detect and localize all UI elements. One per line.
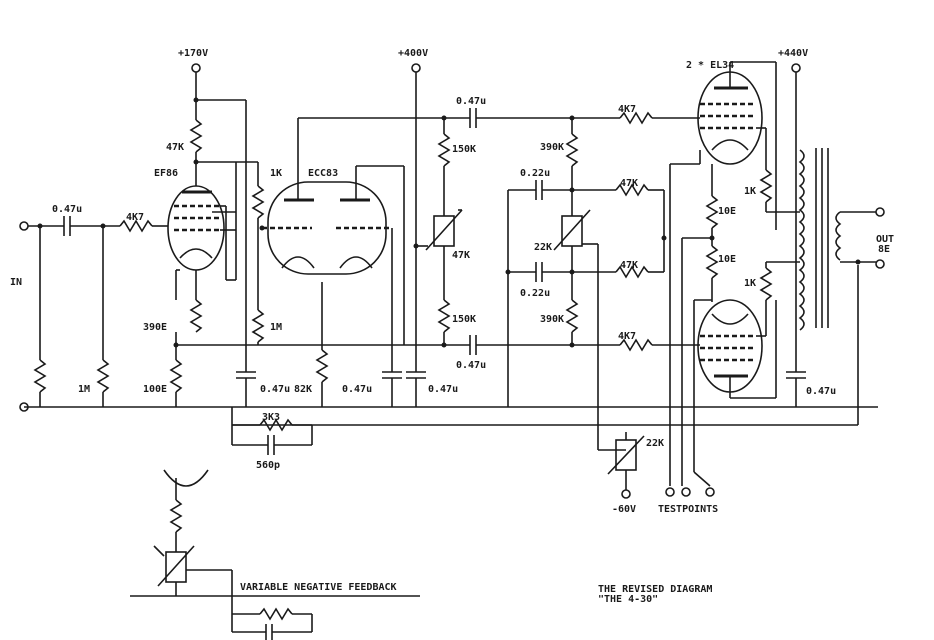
tube-ecc83-label: ECC83	[308, 168, 338, 179]
ecc83-stage: 1K 1M ECC83 82K 0.47u 0.47u +400V	[251, 48, 470, 407]
r-ef86-anode-label: 47K	[166, 142, 184, 153]
r-ecc83-1m-label: 1M	[270, 322, 282, 333]
diagram-title: THE REVISED DIAGRAM "THE 4-30"	[598, 584, 712, 605]
rail-400v-terminal[interactable]	[411, 63, 421, 73]
output-transformer: +440V OUT 8E 0.47u	[778, 48, 894, 407]
title-line1: THE REVISED DIAGRAM	[598, 584, 712, 595]
output-label-line1: OUT	[876, 234, 894, 245]
r-47k-bot-label: 47K	[620, 260, 638, 271]
tube-el34-label: 2 * EL34	[686, 60, 734, 71]
bias-network: 390K 0.22u 0.22u 22K 390K 47K	[505, 104, 700, 450]
r-grid-top-label: 390K	[540, 142, 564, 153]
r-cath-bot-label: 10E	[718, 254, 736, 265]
c-in-label: 0.47u	[52, 204, 82, 215]
c-grid-top-label: 0.22u	[520, 168, 550, 179]
r-ef86-cathode2-label: 100E	[143, 384, 167, 395]
rail-400v-label: +400V	[398, 48, 428, 59]
tube-ef86	[167, 185, 225, 271]
input-terminal-top[interactable]	[19, 221, 29, 231]
input-label: IN	[10, 277, 22, 288]
neg-bias-supply: 22K -60V	[598, 432, 664, 515]
pot-bias-label: 22K	[534, 242, 552, 253]
testpoint-3[interactable]	[705, 487, 715, 497]
output-terminal-bottom[interactable]	[875, 259, 885, 269]
rail-neg60-label: -60V	[612, 504, 636, 515]
ef86-stage: +170V 47K EF86 390E	[143, 48, 404, 407]
r-el34-grid-bot-label: 4K7	[618, 331, 636, 342]
phase-splitter-loads: 150K 47K 150K 0.47u 0.47u	[404, 96, 620, 371]
r-in-shunt-label: 1M	[78, 384, 90, 395]
c-fb-label: 560p	[256, 460, 280, 471]
input-terminal-bottom[interactable]	[19, 402, 29, 412]
rail-170v-label: +170V	[178, 48, 208, 59]
tube-ef86-label: EF86	[154, 168, 178, 179]
c-grid-bot-label: 0.22u	[520, 288, 550, 299]
r-el34-grid-top-label: 4K7	[618, 104, 636, 115]
feedback-note: VARIABLE NEGATIVE FEEDBACK	[240, 582, 397, 593]
testpoint-1[interactable]	[665, 487, 675, 497]
r-cath-top-label: 10E	[718, 206, 736, 217]
input-section: IN 0.47u 1M 4K7	[10, 204, 168, 412]
title-line2: "THE 4-30"	[598, 594, 658, 605]
feedback-inset: VARIABLE NEGATIVE FEEDBACK	[130, 469, 420, 640]
c-ecc83-b-label: 0.47u	[428, 384, 458, 395]
rail-neg60-terminal[interactable]	[621, 489, 631, 499]
r-grid-in-label: 4K7	[126, 212, 144, 223]
c-out-label: 0.47u	[806, 386, 836, 397]
testpoint-2[interactable]	[681, 487, 691, 497]
r-fb-label: 3K3	[262, 412, 280, 423]
r-ecc83-tail-label: 82K	[294, 384, 312, 395]
r-pi-anode-top-label: 150K	[452, 144, 476, 155]
rail-440v-label: +440V	[778, 48, 808, 59]
c-ecc83-a-label: 0.47u	[342, 384, 372, 395]
r-screen-top-label: 1K	[744, 186, 756, 197]
ground-bus	[24, 265, 878, 426]
pot-neg-label: 22K	[646, 438, 664, 449]
output-terminal-top[interactable]	[875, 207, 885, 217]
r-47k-top-label: 47K	[620, 178, 638, 189]
r-ef86-cathode-label: 390E	[143, 322, 167, 333]
feedback-network: 3K3 560p	[231, 407, 313, 471]
el34-stage: 2 * EL34 10E 10E 1K	[658, 60, 800, 515]
testpoints-label: TESTPOINTS	[658, 504, 718, 515]
output-label-line2: 8E	[878, 244, 890, 255]
rail-440v-terminal[interactable]	[791, 63, 801, 73]
c-couple-bot-label: 0.47u	[456, 360, 486, 371]
rail-170v-terminal[interactable]	[191, 63, 201, 73]
pot-balance-label: 47K	[452, 250, 470, 261]
r-ecc83-1k-label: 1K	[270, 168, 282, 179]
r-screen-bot-label: 1K	[744, 278, 756, 289]
r-pi-anode-bot-label: 150K	[452, 314, 476, 325]
r-grid-bot-label: 390K	[540, 314, 564, 325]
c-ef86-screen-label: 0.47u	[260, 384, 290, 395]
c-couple-top-label: 0.47u	[456, 96, 486, 107]
